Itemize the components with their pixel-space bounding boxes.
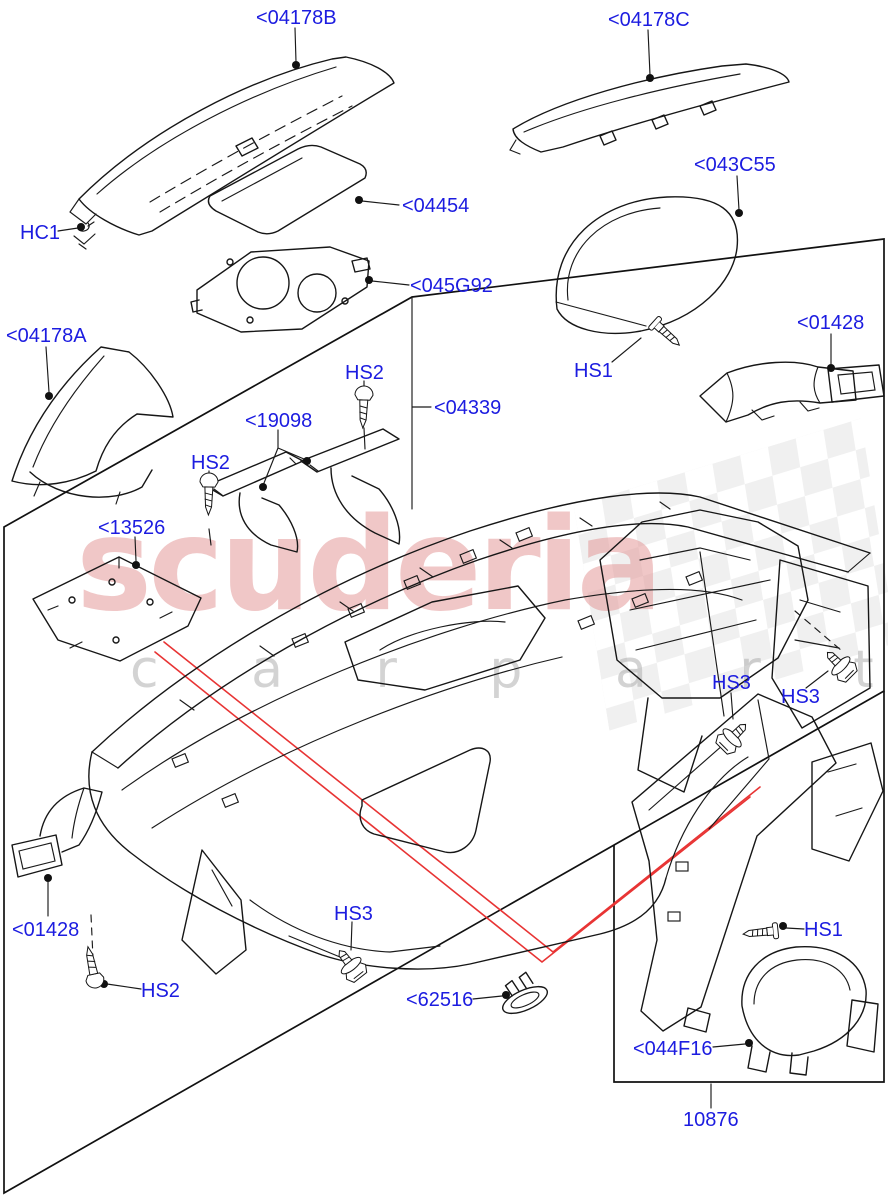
- callout-04178B: <04178B: [256, 7, 337, 29]
- clip-details: [171, 526, 704, 809]
- part-cluster-hood: [741, 945, 879, 1076]
- callout-04454: <04454: [402, 195, 470, 217]
- callout-10876: 10876: [683, 1109, 739, 1131]
- callout-19098: <19098: [245, 410, 313, 432]
- callout-HS3-bottom: HS3: [334, 903, 373, 925]
- callout-HS1-bottom: HS1: [804, 919, 843, 941]
- callout-13526: <13526: [98, 517, 166, 539]
- part-04339-instrument-panel-assembly: [88, 492, 871, 975]
- callout-045G92: <045G92: [410, 275, 493, 297]
- callout-04178C: <04178C: [608, 9, 690, 31]
- watermark-subtext: c a r p a r t: [130, 640, 888, 700]
- part-19098-ducts: [205, 428, 401, 553]
- callout-HS2-left: HS2: [191, 452, 230, 474]
- callout-04339: <04339: [434, 397, 502, 419]
- part-13526-insulator: [32, 556, 202, 662]
- callout-HS2-right: HS2: [345, 362, 384, 384]
- callout-HS3-right: HS3: [781, 686, 820, 708]
- part-04178B-defroster-grille: [69, 56, 395, 236]
- callout-043C55: <043C55: [694, 154, 776, 176]
- callout-04178A: <04178A: [6, 325, 87, 347]
- callout-044F16: <044F16: [633, 1038, 713, 1060]
- assembly-enclosure-box: [3, 238, 885, 1195]
- part-04178A-end-panel: [11, 346, 174, 505]
- watermark-brand-text: scuderia: [76, 491, 663, 640]
- leader-lines: [44, 27, 843, 1048]
- part-045G92-bracket: [190, 246, 371, 333]
- part-01428-duct-right: [699, 361, 885, 423]
- part-04178C-trim-strip: [509, 63, 790, 155]
- callout-HS2-bottom: HS2: [141, 980, 180, 1002]
- callout-HC1: HC1: [20, 222, 61, 244]
- callout-62516: <62516: [406, 989, 474, 1011]
- callout-HS3-left: HS3: [712, 672, 751, 694]
- part-62516-clip: [502, 971, 548, 1015]
- part-HC1-clip: [73, 221, 96, 250]
- callout-01428-right: <01428: [797, 312, 865, 334]
- callout-01428-left: <01428: [12, 919, 80, 941]
- part-044F16-cluster-panel: [631, 693, 884, 1033]
- callout-HS1-top: HS1: [574, 360, 613, 382]
- part-04454-panel: [207, 144, 367, 235]
- part-01428-duct-left: [11, 787, 103, 878]
- part-043C55-panel: [555, 196, 739, 335]
